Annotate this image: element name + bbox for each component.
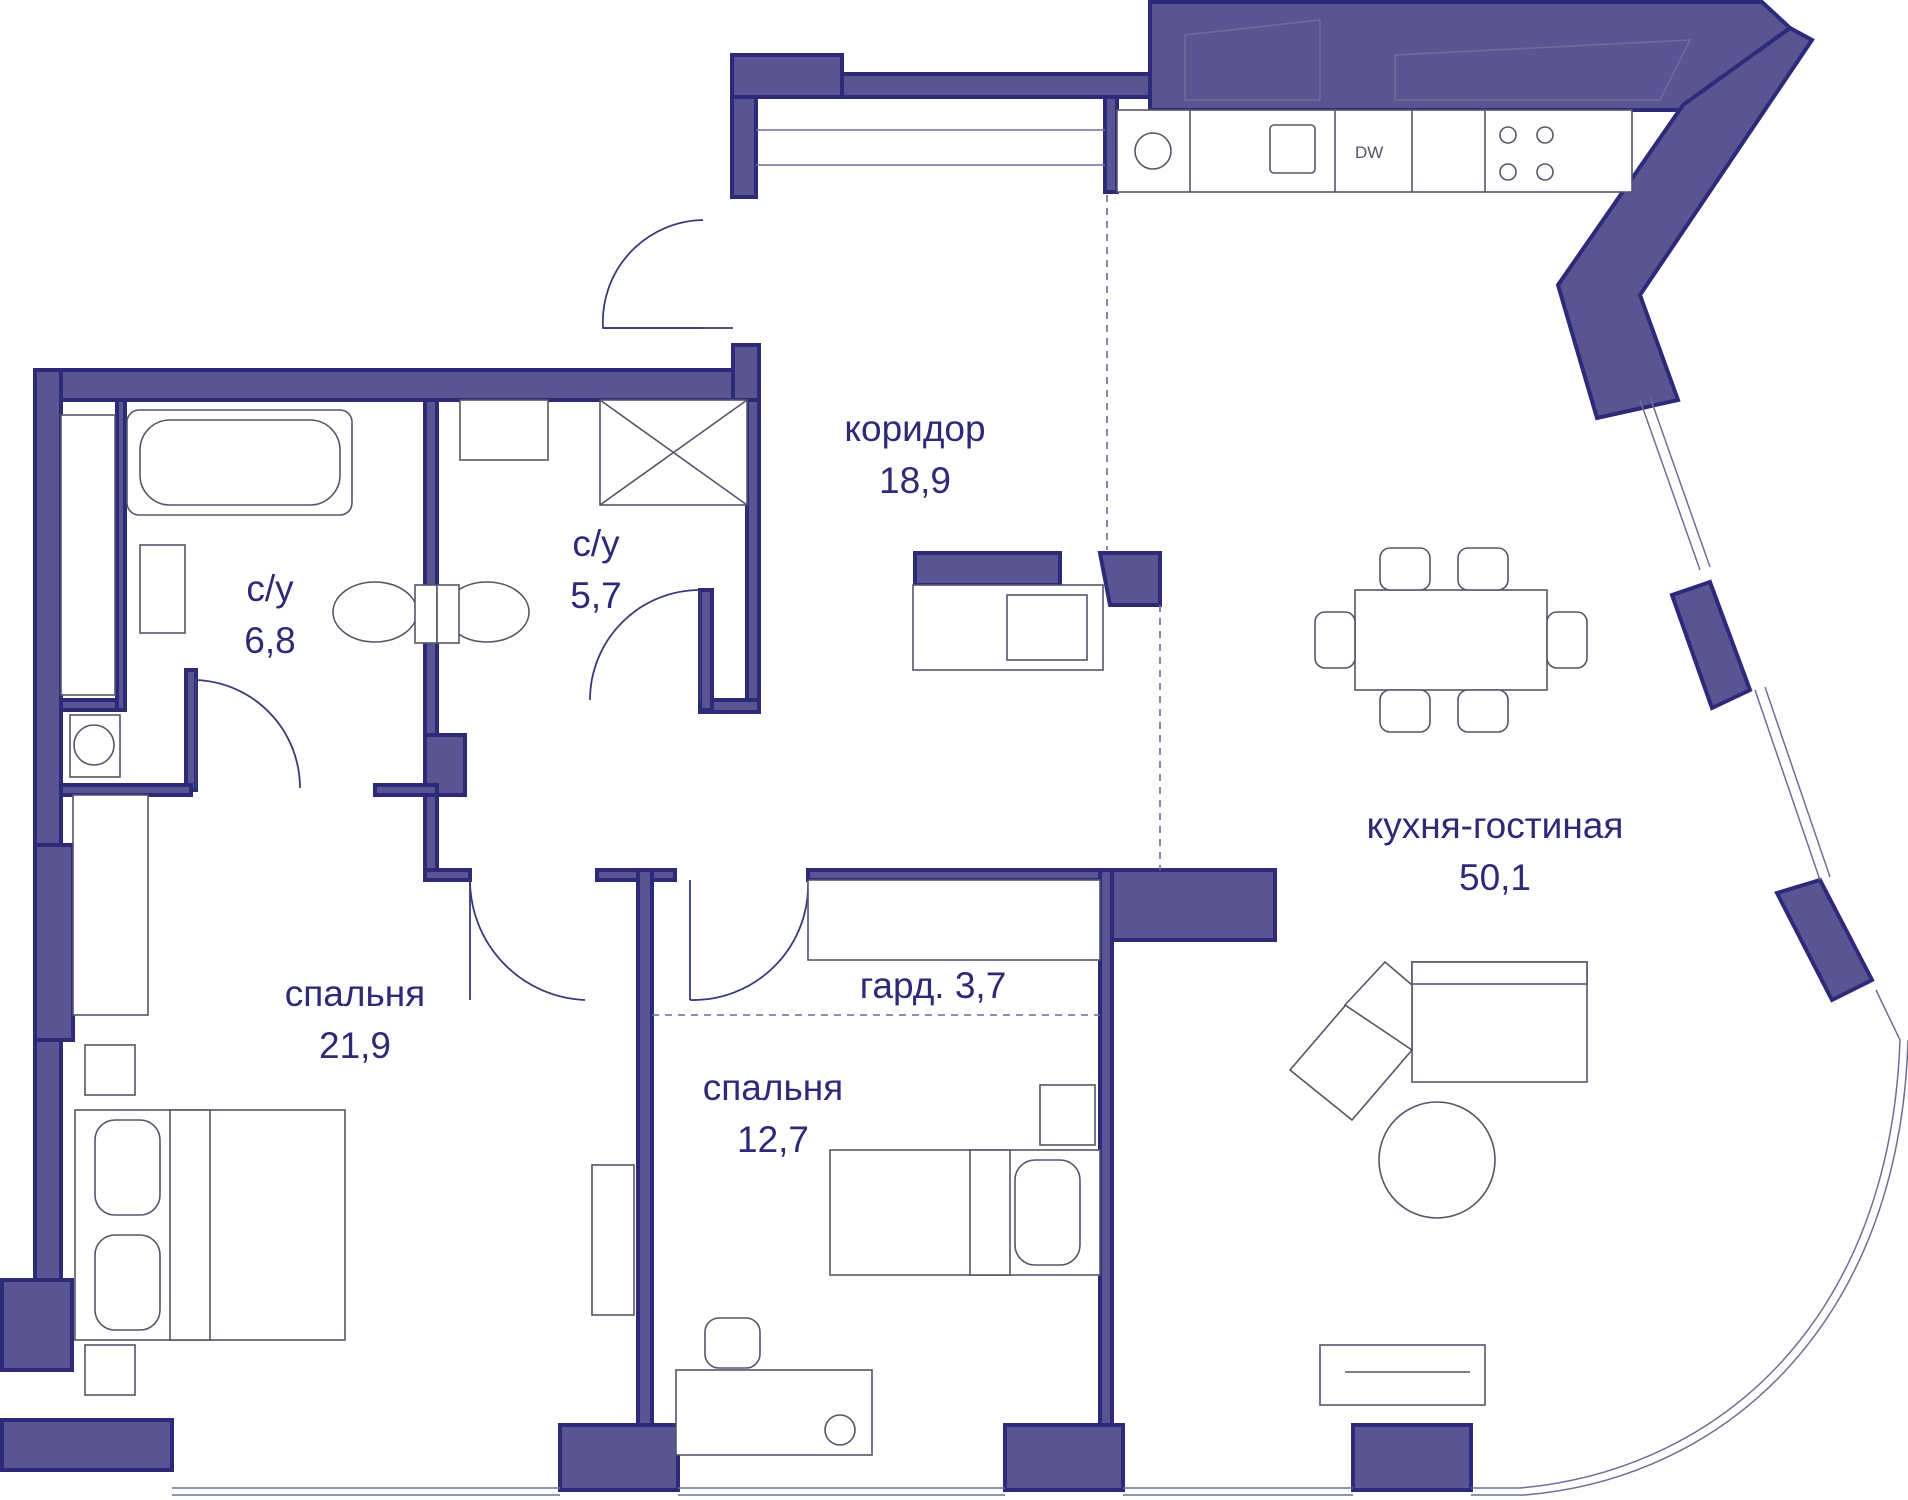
room-area: 6,8: [244, 620, 296, 661]
room-label-corridor: коридор 18,9: [844, 403, 985, 507]
room-label-bathroom-1: с/у 6,8: [244, 563, 295, 667]
room-area: 18,9: [878, 460, 952, 501]
dishwasher-label: DW: [1355, 143, 1384, 162]
room-name: коридор: [844, 408, 986, 449]
walls: [0, 0, 1875, 1492]
room-label-bedroom-2: спальня 12,7: [703, 1062, 843, 1166]
room-label-bedroom-1: спальня 21,9: [285, 968, 425, 1072]
room-area: 12,7: [736, 1119, 810, 1160]
room-name: с/у: [246, 568, 294, 609]
zone-dividers: [652, 195, 1161, 1016]
room-label-wardrobe: гард. 3,7: [860, 960, 1007, 1012]
room-label-bathroom-2: с/у 5,7: [570, 518, 621, 622]
windows: [172, 19, 1908, 1496]
doors: [195, 219, 809, 1001]
room-area: 21,9: [318, 1025, 392, 1066]
room-area: 5,7: [570, 575, 622, 616]
room-name: с/у: [572, 523, 620, 564]
room-name: спальня: [284, 973, 426, 1014]
room-area: 50,1: [1458, 857, 1532, 898]
wardrobe-label: гард. 3,7: [859, 965, 1007, 1006]
room-label-kitchen-living: кухня-гостиная 50,1: [1367, 800, 1624, 904]
room-name: кухня-гостиная: [1366, 805, 1624, 846]
furniture: [60, 109, 1633, 1456]
room-name: спальня: [702, 1067, 844, 1108]
